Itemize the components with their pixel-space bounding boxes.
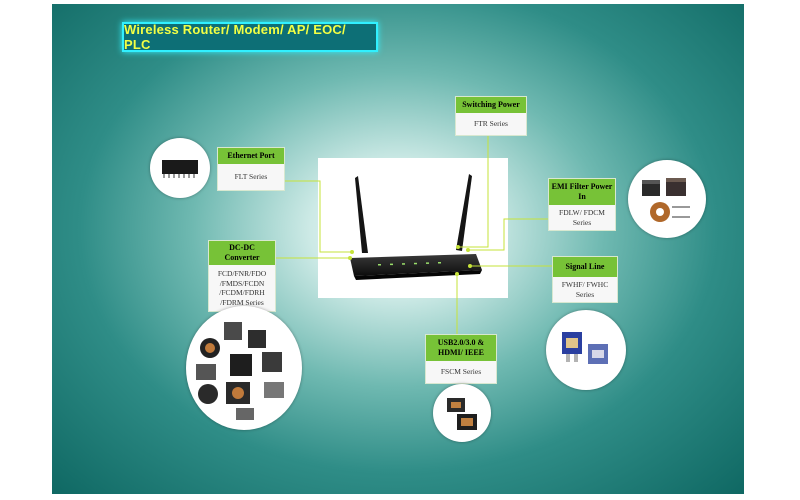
callout-heading: Signal Line [553,257,617,277]
callout-heading: Switching Power [456,97,526,113]
inductor-pair-icon [628,160,706,238]
callout-series: FTR Series [456,113,526,135]
callout-heading: EMI Filter Power In [549,179,615,205]
callout-heading: Ethernet Port [218,148,284,164]
power-inductor-cluster-icon [186,306,302,430]
callout-series: FCD/FNR/FDO /FMDS/FCDN /FCDM/FDRH /FDRM … [209,265,275,311]
callout-usb-hdmi: USB2.0/3.0 & HDMI/ IEEE FSCM Series [425,334,497,384]
callout-series: FLT Series [218,164,284,190]
callout-heading: USB2.0/3.0 & HDMI/ IEEE [426,335,496,361]
common-mode-choke-icon [546,310,626,390]
callout-dcdc-converter: DC-DC Converter FCD/FNR/FDO /FMDS/FCDN /… [208,240,276,312]
callout-series: FDLW/ FDCM Series [549,205,615,230]
ethernet-transformer-icon [150,138,210,198]
callout-series: FWHF/ FWHC Series [553,277,617,302]
callout-series: FSCM Series [426,361,496,383]
callout-ethernet-port: Ethernet Port FLT Series [217,147,285,191]
callout-switching-power: Switching Power FTR Series [455,96,527,136]
smd-choke-icon [433,384,491,442]
page-title: Wireless Router/ Modem/ AP/ EOC/ PLC [122,22,378,52]
router-image [318,158,508,298]
callout-heading: DC-DC Converter [209,241,275,265]
callout-signal-line: Signal Line FWHF/ FWHC Series [552,256,618,303]
callout-emi-filter: EMI Filter Power In FDLW/ FDCM Series [548,178,616,231]
